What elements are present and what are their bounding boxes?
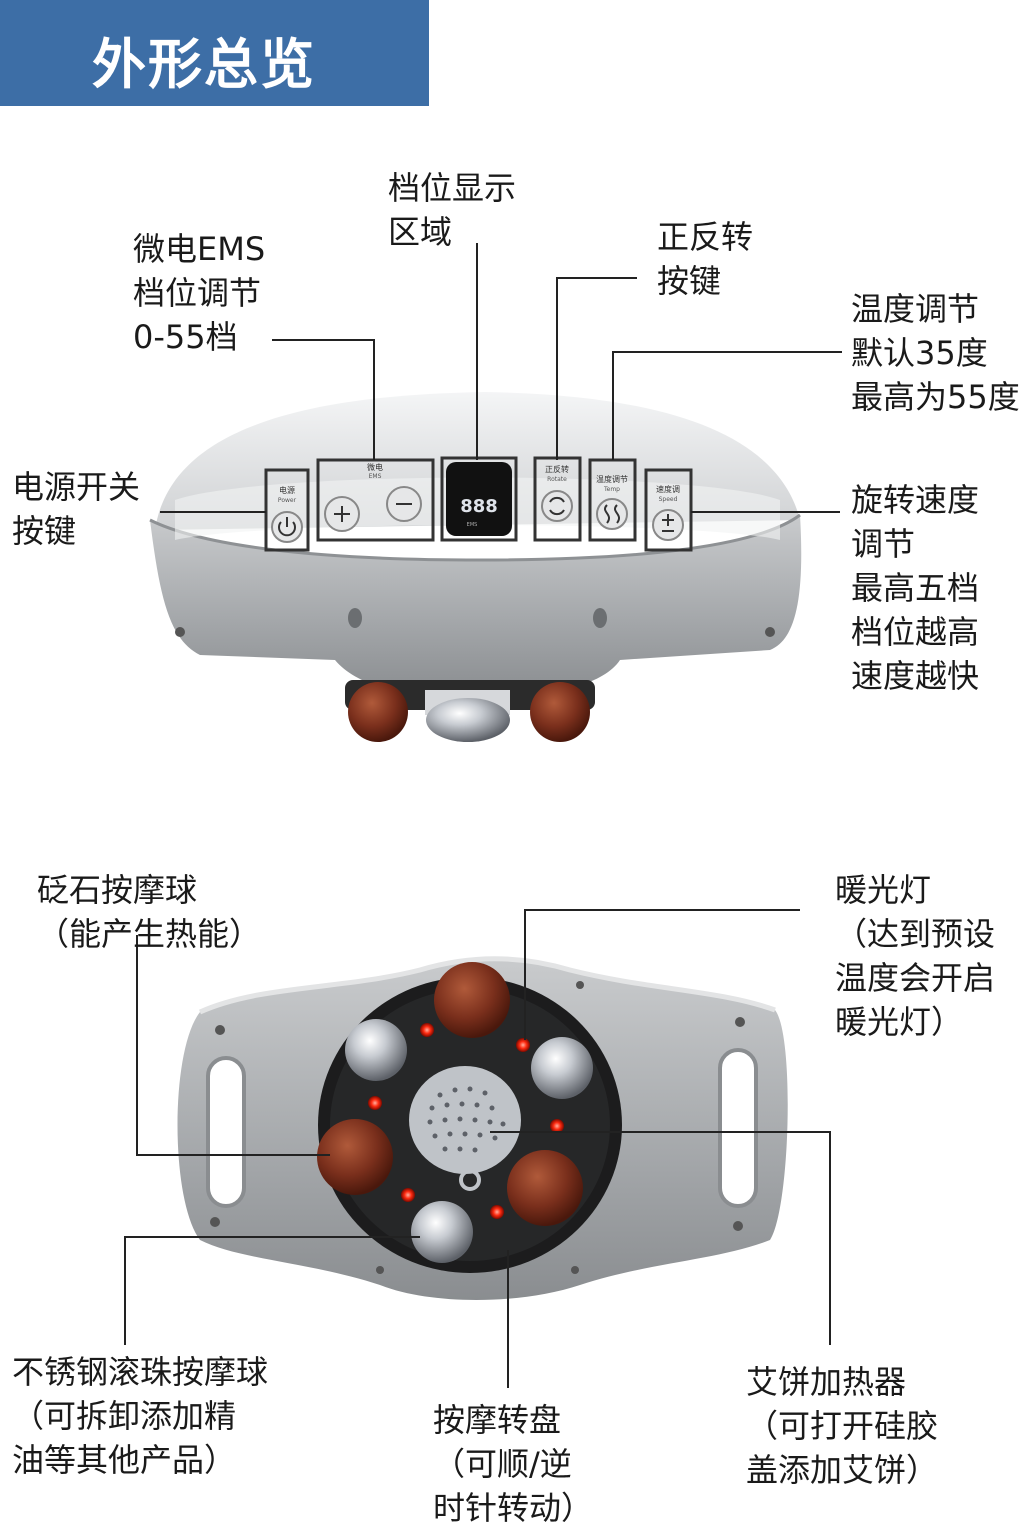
rotate-sublabel: Rotate — [547, 476, 567, 483]
temp-sublabel: Temp — [603, 486, 620, 493]
callout-steel-ball: 不锈钢滚珠按摩球 （可拆卸添加精 油等其他产品） — [12, 1353, 269, 1479]
callout-warm-light: 暖光灯 （达到预设 温度会开启 暖光灯） — [835, 871, 996, 1041]
speed-label: 速度调 — [656, 484, 680, 494]
bottom-leader-lines — [124, 909, 831, 1388]
rotate-icon — [549, 496, 565, 516]
ems-plus-button[interactable] — [324, 496, 360, 532]
top-leader-lines — [160, 243, 842, 513]
callout-power-button: 电源开关 按键 — [12, 468, 141, 550]
power-button-sublabel: Power — [278, 497, 297, 504]
plus-icon — [334, 506, 350, 522]
top-device: 电源 Power 微电 EMS 888 — [149, 392, 802, 742]
callout-ems-adjust: 微电EMS 档位调节 0-55档 — [133, 230, 266, 356]
display-digits: 888 — [460, 496, 498, 517]
heat-icon — [604, 504, 620, 524]
ems-minus-button[interactable] — [386, 486, 422, 522]
callout-rotation-speed: 旋转速度 调节 最高五档 档位越高 速度越快 — [851, 481, 980, 695]
speed-sublabel: Speed — [659, 496, 678, 503]
callout-moxa-heater: 艾饼加热器 （可打开硅胶 盖添加艾饼） — [746, 1363, 939, 1489]
power-button[interactable] — [271, 511, 303, 543]
callout-turntable: 按摩转盘 （可顺/逆 时针转动） — [433, 1401, 594, 1527]
temp-label: 温度调节 — [596, 474, 628, 484]
ems-sublabel: EMS — [369, 473, 382, 480]
display-sublabel: EMS — [467, 522, 478, 528]
bottom-device — [177, 956, 788, 1300]
rotate-button[interactable] — [541, 490, 573, 522]
power-icon — [278, 517, 296, 537]
speed-button[interactable] — [652, 509, 684, 541]
section-title: 外形总览 — [92, 33, 316, 96]
rotate-label: 正反转 — [545, 464, 569, 474]
plus-minus-icon — [662, 514, 674, 532]
section-header: 外形总览 — [0, 0, 429, 106]
level-display: 888 EMS — [446, 462, 512, 536]
ems-label: 微电 — [367, 462, 383, 472]
callout-stone-ball: 砭石按摩球 （能产生热能） — [37, 871, 262, 953]
callout-rotate-button: 正反转 按键 — [657, 218, 754, 300]
power-button-label: 电源 — [279, 485, 295, 495]
temp-button[interactable] — [596, 498, 628, 530]
callout-temperature: 温度调节 默认35度 最高为55度 — [851, 290, 1020, 416]
callout-display-area: 档位显示 区域 — [388, 169, 517, 251]
